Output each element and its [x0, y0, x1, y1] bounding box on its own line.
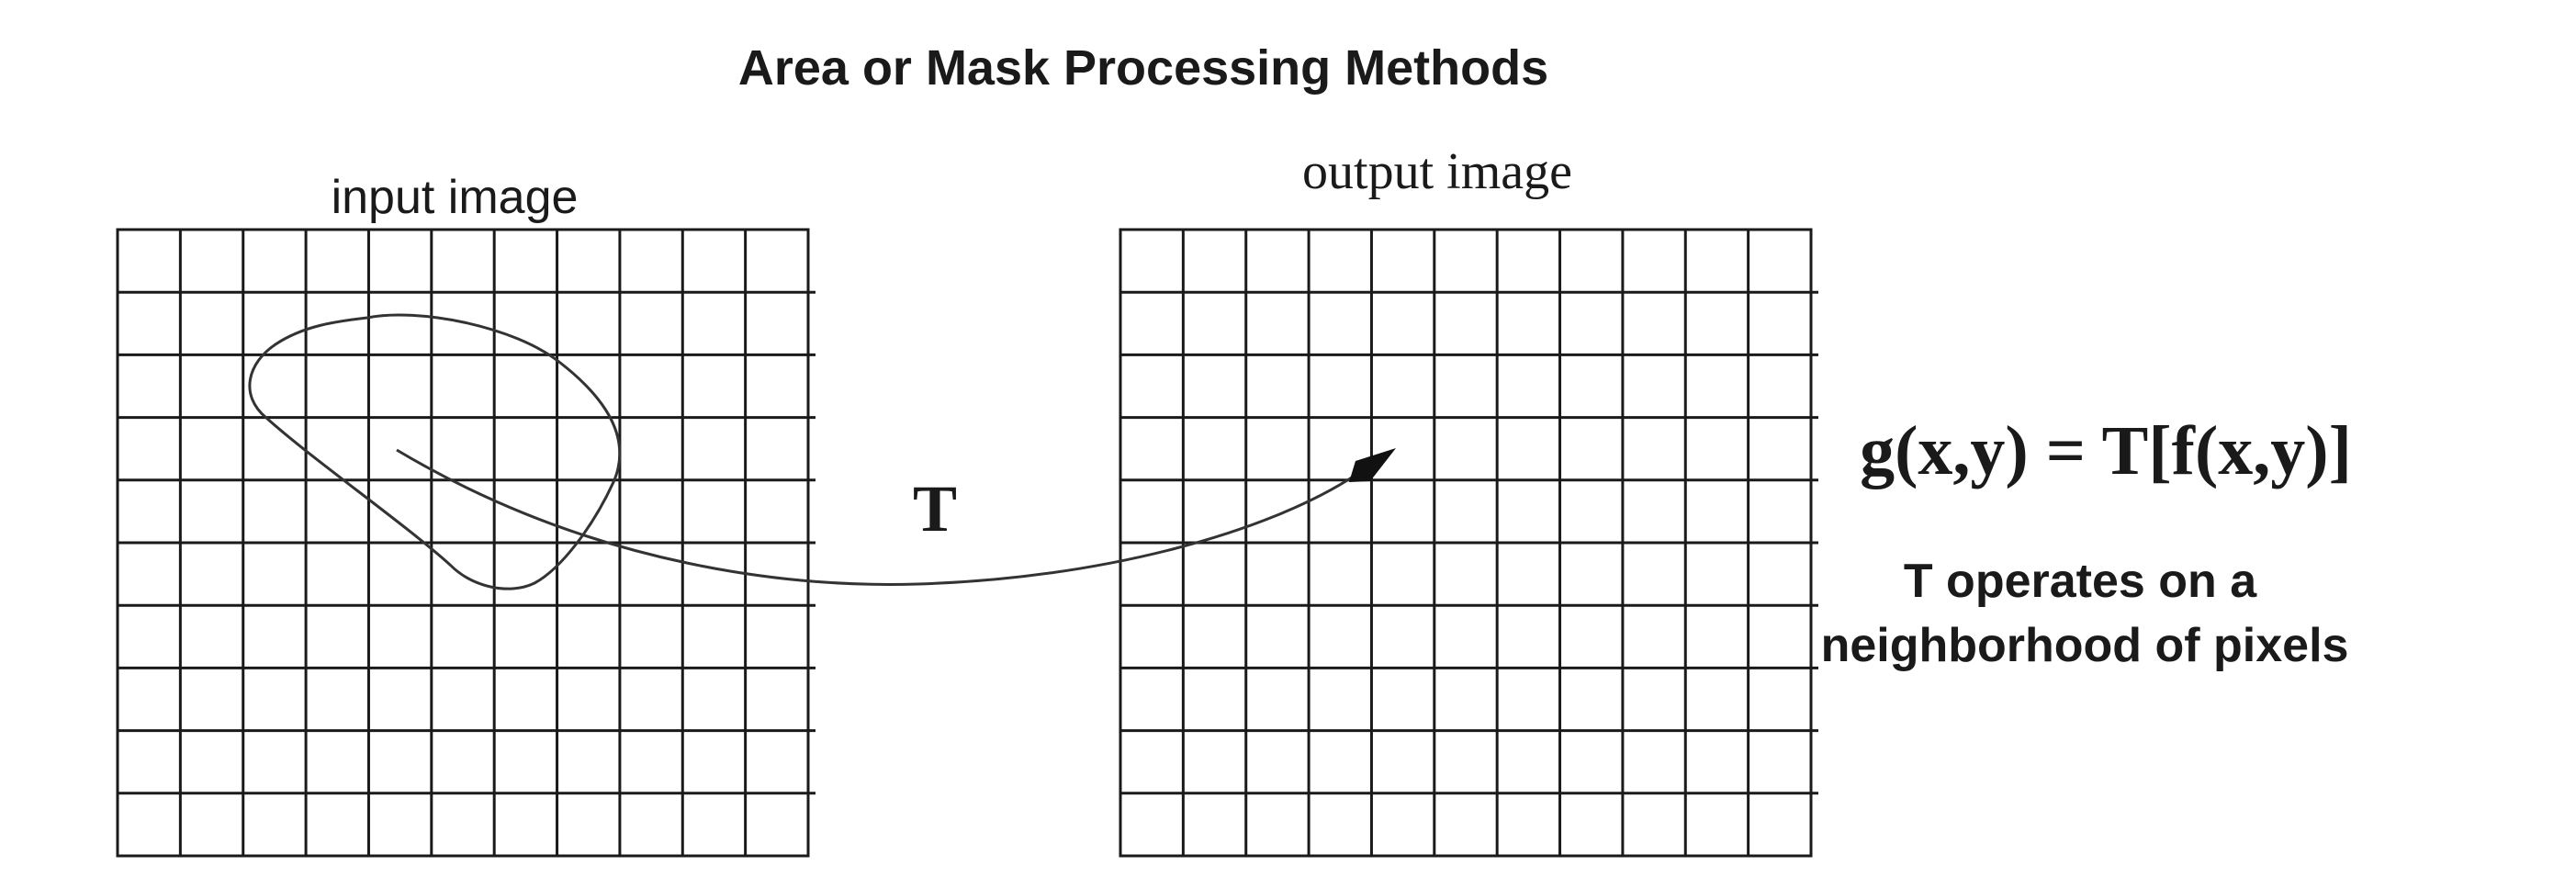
input-image-grid: [116, 228, 816, 858]
transform-arrowhead: [1349, 448, 1396, 482]
diagram-title: Area or Mask Processing Methods: [738, 40, 1548, 96]
description-line-2: neighborhood of pixels: [1821, 619, 2349, 672]
equation: g(x,y) = T[f(x,y)]: [1860, 412, 2352, 489]
output-image-grid: [1119, 228, 1818, 858]
transform-arrow-curve: [396, 448, 1355, 586]
description-line-1: T operates on a: [1904, 555, 2257, 608]
neighborhood-outline: [248, 313, 622, 590]
input-image-label: input image: [332, 171, 579, 224]
output-image-label: output image: [1302, 143, 1572, 200]
transform-label: T: [913, 472, 957, 545]
